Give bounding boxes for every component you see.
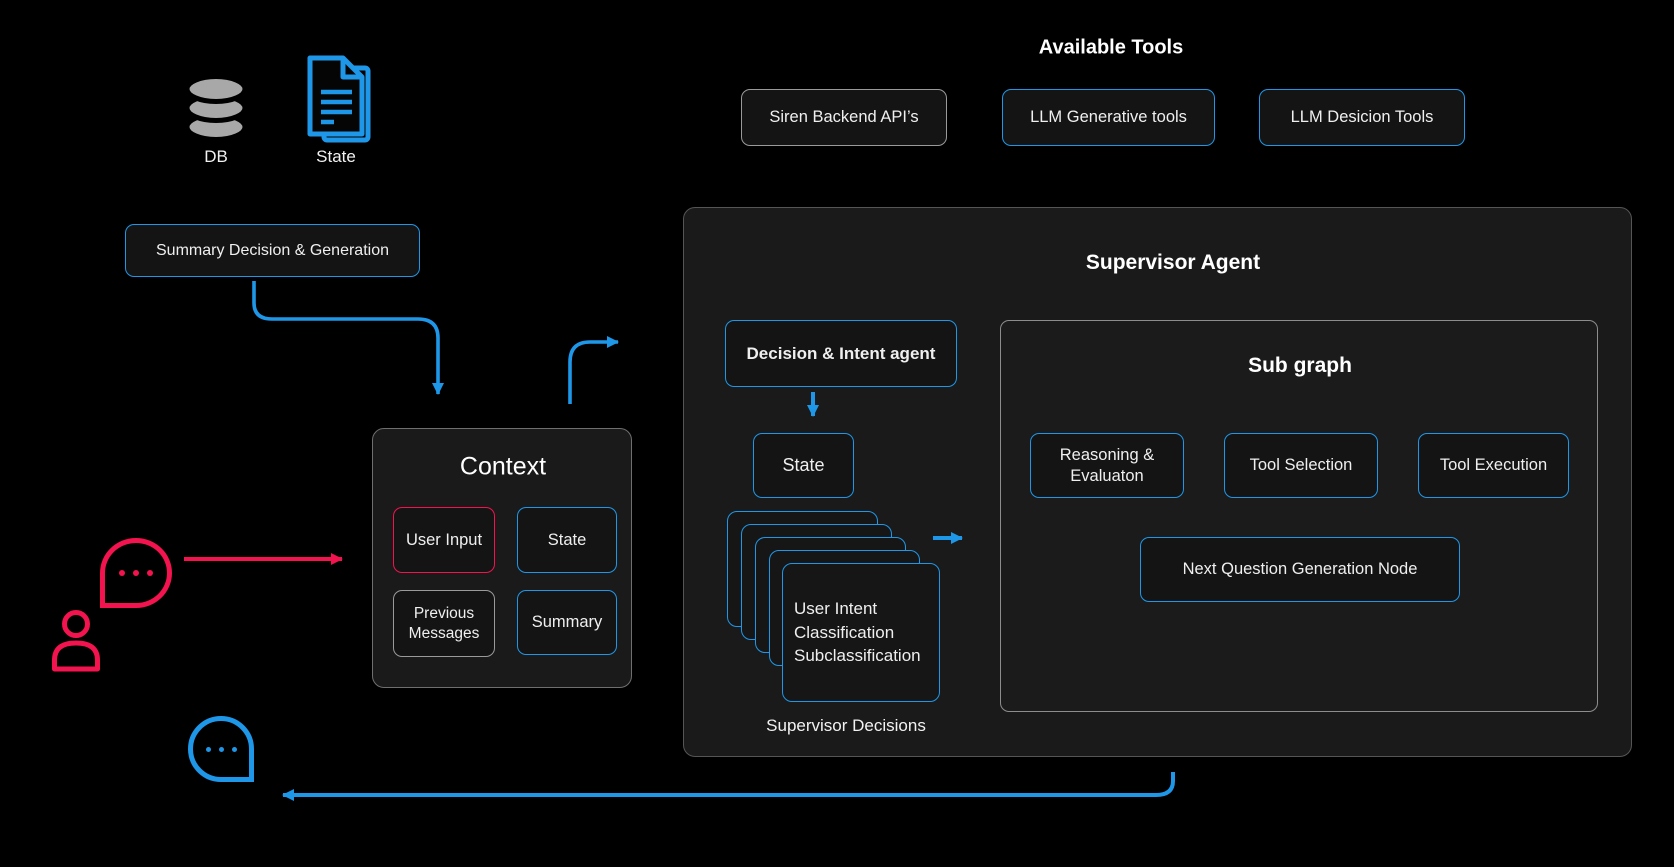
context-summary[interactable]: Summary — [517, 590, 617, 655]
decision-intent-agent-box[interactable]: Decision & Intent agent — [725, 320, 957, 387]
state-label: State — [316, 147, 356, 166]
context-state[interactable]: State — [517, 507, 617, 573]
decision-card-text: User Intent Classification Subclassifica… — [782, 563, 940, 702]
supervisor-agent-title: Supervisor Agent — [1085, 251, 1261, 274]
available-tools-title: Available Tools — [1038, 36, 1184, 59]
subgraph-tool-selection[interactable]: Tool Selection — [1224, 433, 1378, 498]
user-chat-bubble-icon — [100, 538, 172, 608]
context-title: Context — [459, 452, 547, 481]
decision-card-line-1: User Intent — [794, 599, 878, 619]
arrow-summary-to-context — [252, 281, 444, 395]
response-chat-bubble-icon — [188, 716, 254, 782]
tool-llm-desicion-tools[interactable]: LLM Desicion Tools — [1259, 89, 1465, 146]
tool-siren-backend-apis[interactable]: Siren Backend API’s — [741, 89, 947, 146]
state-document-icon — [307, 55, 371, 143]
supervisor-decisions-label: Supervisor Decisions — [766, 716, 926, 735]
db-label: DB — [204, 147, 228, 166]
subgraph-container — [1000, 320, 1598, 712]
subgraph-next-question-node[interactable]: Next Question Generation Node — [1140, 537, 1460, 602]
decision-card-line-3: Subclassification — [794, 646, 921, 666]
supervisor-state-box[interactable]: State — [753, 433, 854, 498]
context-previous-messages[interactable]: Previous Messages — [393, 590, 495, 657]
database-icon — [184, 74, 248, 142]
subgraph-reasoning-evaluation[interactable]: Reasoning & Evaluaton — [1030, 433, 1184, 498]
tool-llm-generative-tools[interactable]: LLM Generative tools — [1002, 89, 1215, 146]
context-user-input[interactable]: User Input — [393, 507, 495, 573]
decision-card-front[interactable] — [782, 563, 940, 702]
subgraph-tool-execution[interactable]: Tool Execution — [1418, 433, 1569, 498]
arrow-context-to-supervisor — [568, 336, 619, 404]
summary-decision-generation-box[interactable]: Summary Decision & Generation — [125, 224, 420, 277]
arrow-supervisor-to-response — [282, 772, 1175, 801]
user-person-icon — [52, 610, 100, 672]
decision-card-line-2: Classification — [794, 622, 895, 642]
subgraph-title: Sub graph — [1248, 354, 1352, 377]
